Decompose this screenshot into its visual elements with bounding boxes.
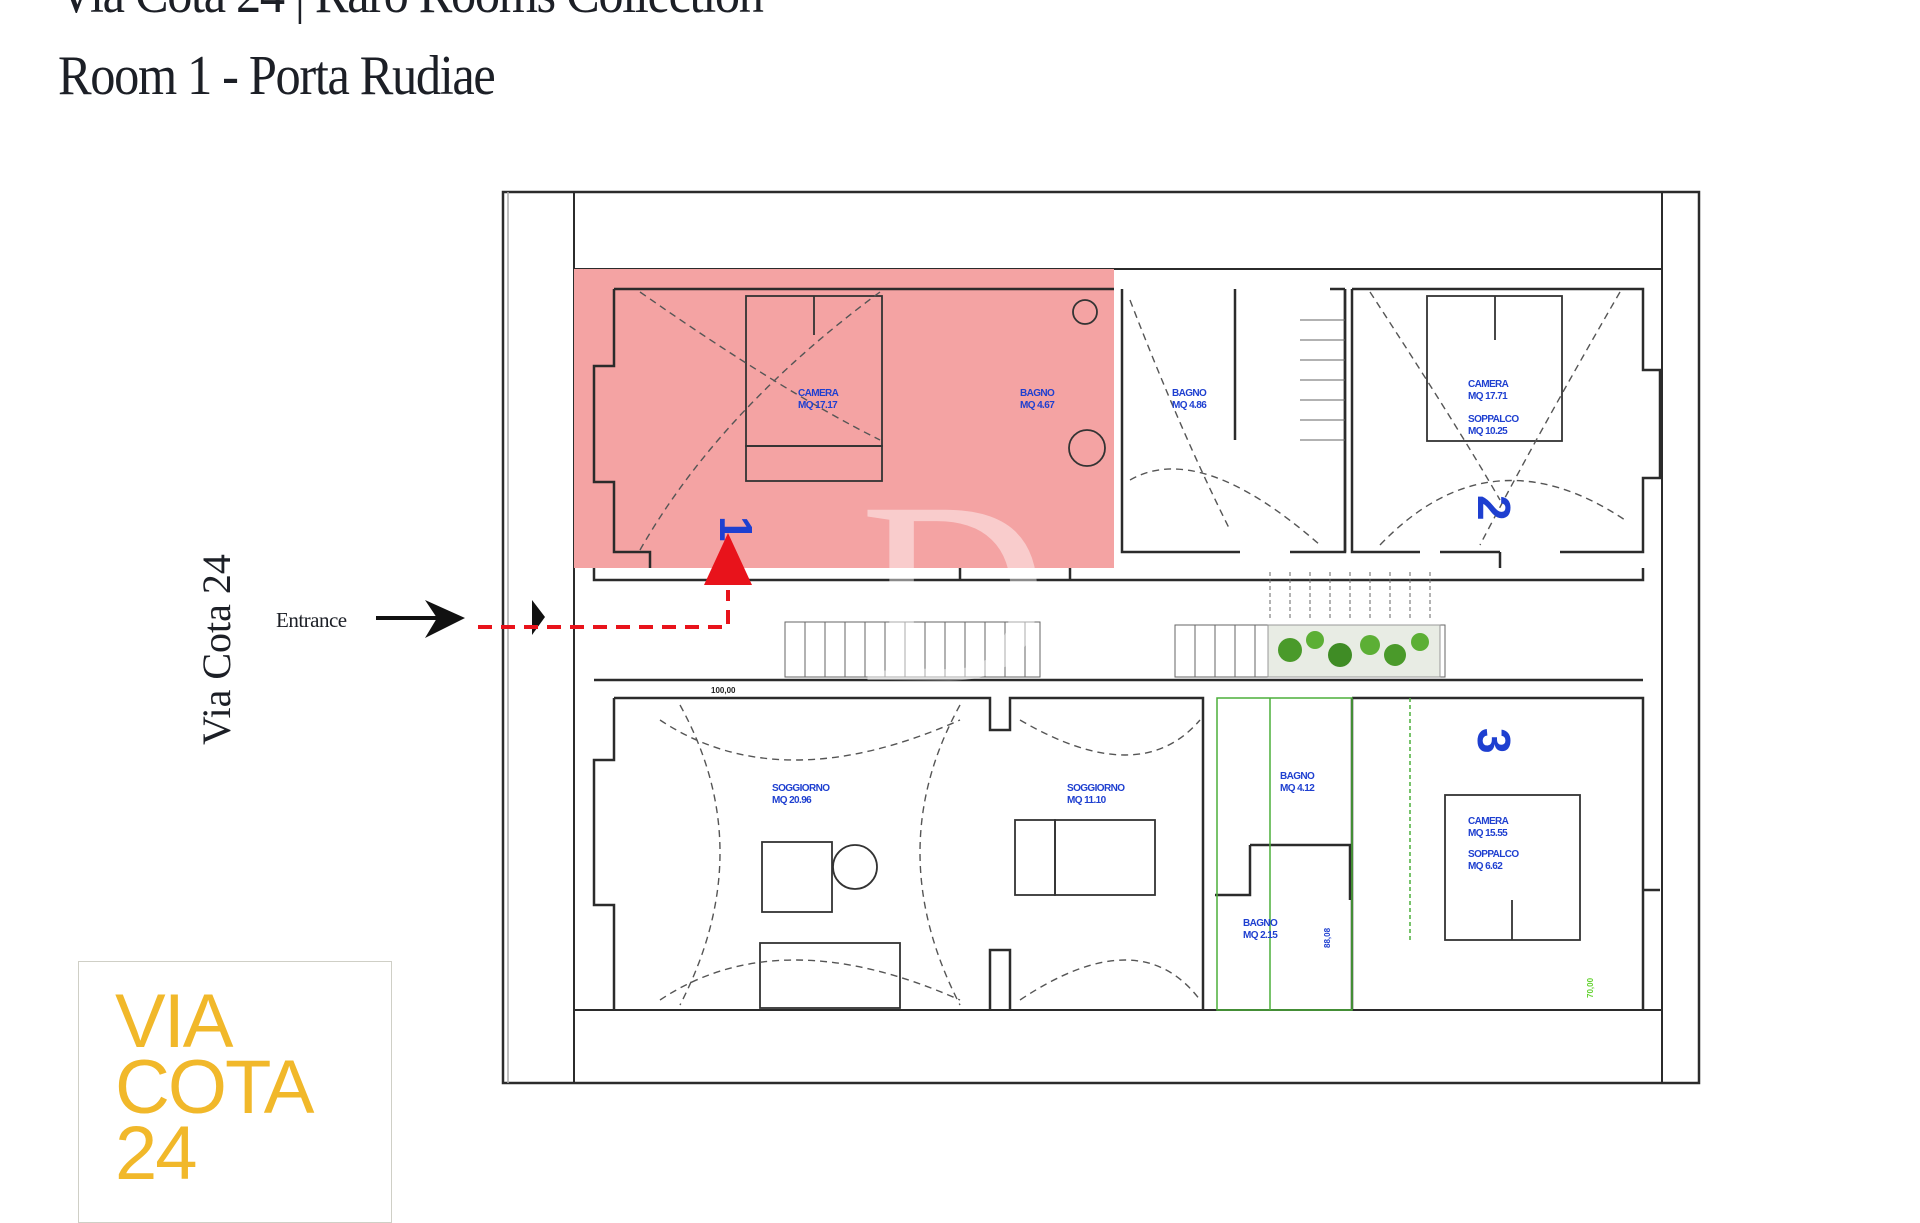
- room-walls: [592, 287, 1662, 1010]
- room-number-3: 3: [1468, 728, 1520, 754]
- room-number-1: 1: [710, 516, 762, 542]
- room-label-camera-1: CAMERA: [798, 388, 839, 399]
- beds: [745, 295, 1581, 1009]
- room-label-camera-3: CAMERA: [1468, 816, 1509, 827]
- logo-line: COTA: [115, 1045, 314, 1130]
- entrance-label: Entrance: [276, 608, 347, 632]
- room-1-highlight[interactable]: [574, 269, 1114, 568]
- watermark: D: [860, 449, 1048, 737]
- logo-line: VIA: [115, 979, 233, 1064]
- room-area-bagno-4: MQ 2.15: [1243, 930, 1278, 941]
- plants: [1267, 624, 1441, 678]
- room-area-camera-1: MQ 17.17: [798, 400, 838, 411]
- room-area-camera-3: MQ 15.55: [1468, 828, 1508, 839]
- room-labels: CAMERA MQ 17.17 BAGNO MQ 4.67 BAGNO MQ 4…: [772, 379, 1520, 941]
- room-area-soppalco-3: MQ 6.62: [1468, 861, 1503, 872]
- room-area-bagno-2: MQ 4.86: [1172, 400, 1207, 411]
- route-to-room-icon: [478, 533, 752, 629]
- room-label-soppalco-2: SOPPALCO: [1468, 414, 1519, 425]
- room-number-2: 2: [1468, 495, 1520, 521]
- logo-line: 24: [115, 1111, 198, 1196]
- room-area-bagno-1: MQ 4.67: [1020, 400, 1055, 411]
- vault-lines: [639, 291, 1626, 1006]
- room-label-camera-2: CAMERA: [1468, 379, 1509, 390]
- room-label-bagno-4: BAGNO: [1243, 918, 1278, 929]
- room-label-soppalco-3: SOPPALCO: [1468, 849, 1519, 860]
- room-area-soggiorno-1: MQ 20.96: [772, 795, 812, 806]
- dimension-label: 88,08: [1323, 927, 1332, 948]
- street-label: Via Cota 24: [194, 554, 239, 745]
- room-area-soggiorno-2: MQ 11.10: [1067, 795, 1107, 806]
- dimensions: 100,00 88,08 70,00: [711, 686, 1595, 998]
- bath-outline: [1216, 697, 1411, 1011]
- room-label-soggiorno-1: SOGGIORNO: [772, 783, 830, 794]
- room-area-bagno-3: MQ 4.12: [1280, 783, 1315, 794]
- room-label-bagno-2: BAGNO: [1172, 388, 1207, 399]
- room-area-camera-2: MQ 17.71: [1468, 391, 1508, 402]
- room-area-soppalco-2: MQ 10.25: [1468, 426, 1508, 437]
- logo: VIA COTA 24: [78, 961, 392, 1223]
- room-label-bagno-3: BAGNO: [1280, 771, 1315, 782]
- room-label-bagno-1: BAGNO: [1020, 388, 1055, 399]
- dimension-label: 100,00: [711, 686, 736, 695]
- entrance-arrow-icon: [376, 600, 545, 638]
- room-label-soggiorno-2: SOGGIORNO: [1067, 783, 1125, 794]
- document-title: Via Cota 24 | Raro Rooms Collection: [58, 0, 764, 26]
- room-title: Room 1 - Porta Rudiae: [58, 45, 496, 107]
- dimension-label: 70,00: [1586, 977, 1595, 998]
